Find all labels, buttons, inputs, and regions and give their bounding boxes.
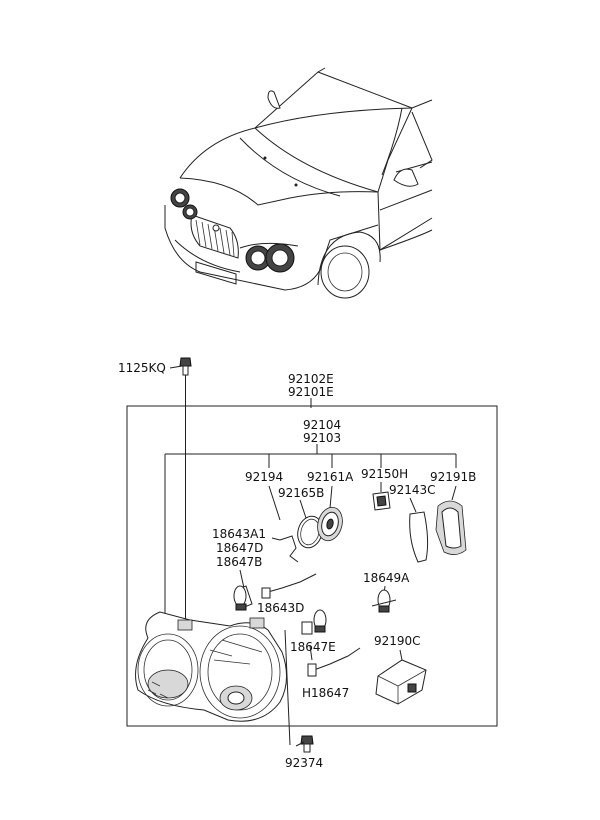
label-92194: 92194	[245, 470, 283, 484]
label-92150h: 92150H	[361, 467, 408, 481]
label-92102e: 92102E	[288, 372, 334, 386]
label-92161a: 92161A	[307, 470, 354, 484]
label-18647b: 18647B	[216, 555, 262, 569]
label-92374: 92374	[285, 756, 323, 770]
label-h18647: H18647	[302, 686, 349, 700]
label-18647e: 18647E	[290, 640, 336, 654]
label-1125kq: 1125KQ	[118, 361, 166, 375]
headlamp-assembly-icon	[135, 611, 287, 722]
gasket-92143c-icon	[409, 511, 429, 563]
label-92104: 92104	[303, 418, 341, 432]
label-92103: 92103	[303, 431, 341, 445]
screw-92374-icon	[295, 735, 314, 753]
label-92191b: 92191B	[430, 470, 476, 484]
ballast-unit-icon	[375, 659, 427, 705]
label-18649a: 18649A	[363, 571, 410, 585]
label-92165b: 92165B	[278, 486, 324, 500]
label-18647d: 18647D	[216, 541, 263, 555]
cap-92161a-icon	[317, 506, 343, 542]
label-18643d: 18643D	[257, 601, 304, 615]
bulb-icon	[233, 573, 397, 677]
cover-92191b-icon	[435, 500, 467, 555]
clip-92194-icon	[279, 535, 299, 563]
bolt-1125kq: 1125KQ	[118, 357, 192, 630]
label-92101e: 92101E	[288, 385, 334, 399]
label-18643a1: 18643A1	[212, 527, 266, 541]
label-92143c: 92143C	[389, 483, 436, 497]
car-front-quarter-icon	[164, 67, 433, 299]
socket-92150h-icon	[372, 491, 391, 511]
label-92190c: 92190C	[374, 634, 421, 648]
assembly-frame	[126, 405, 498, 727]
